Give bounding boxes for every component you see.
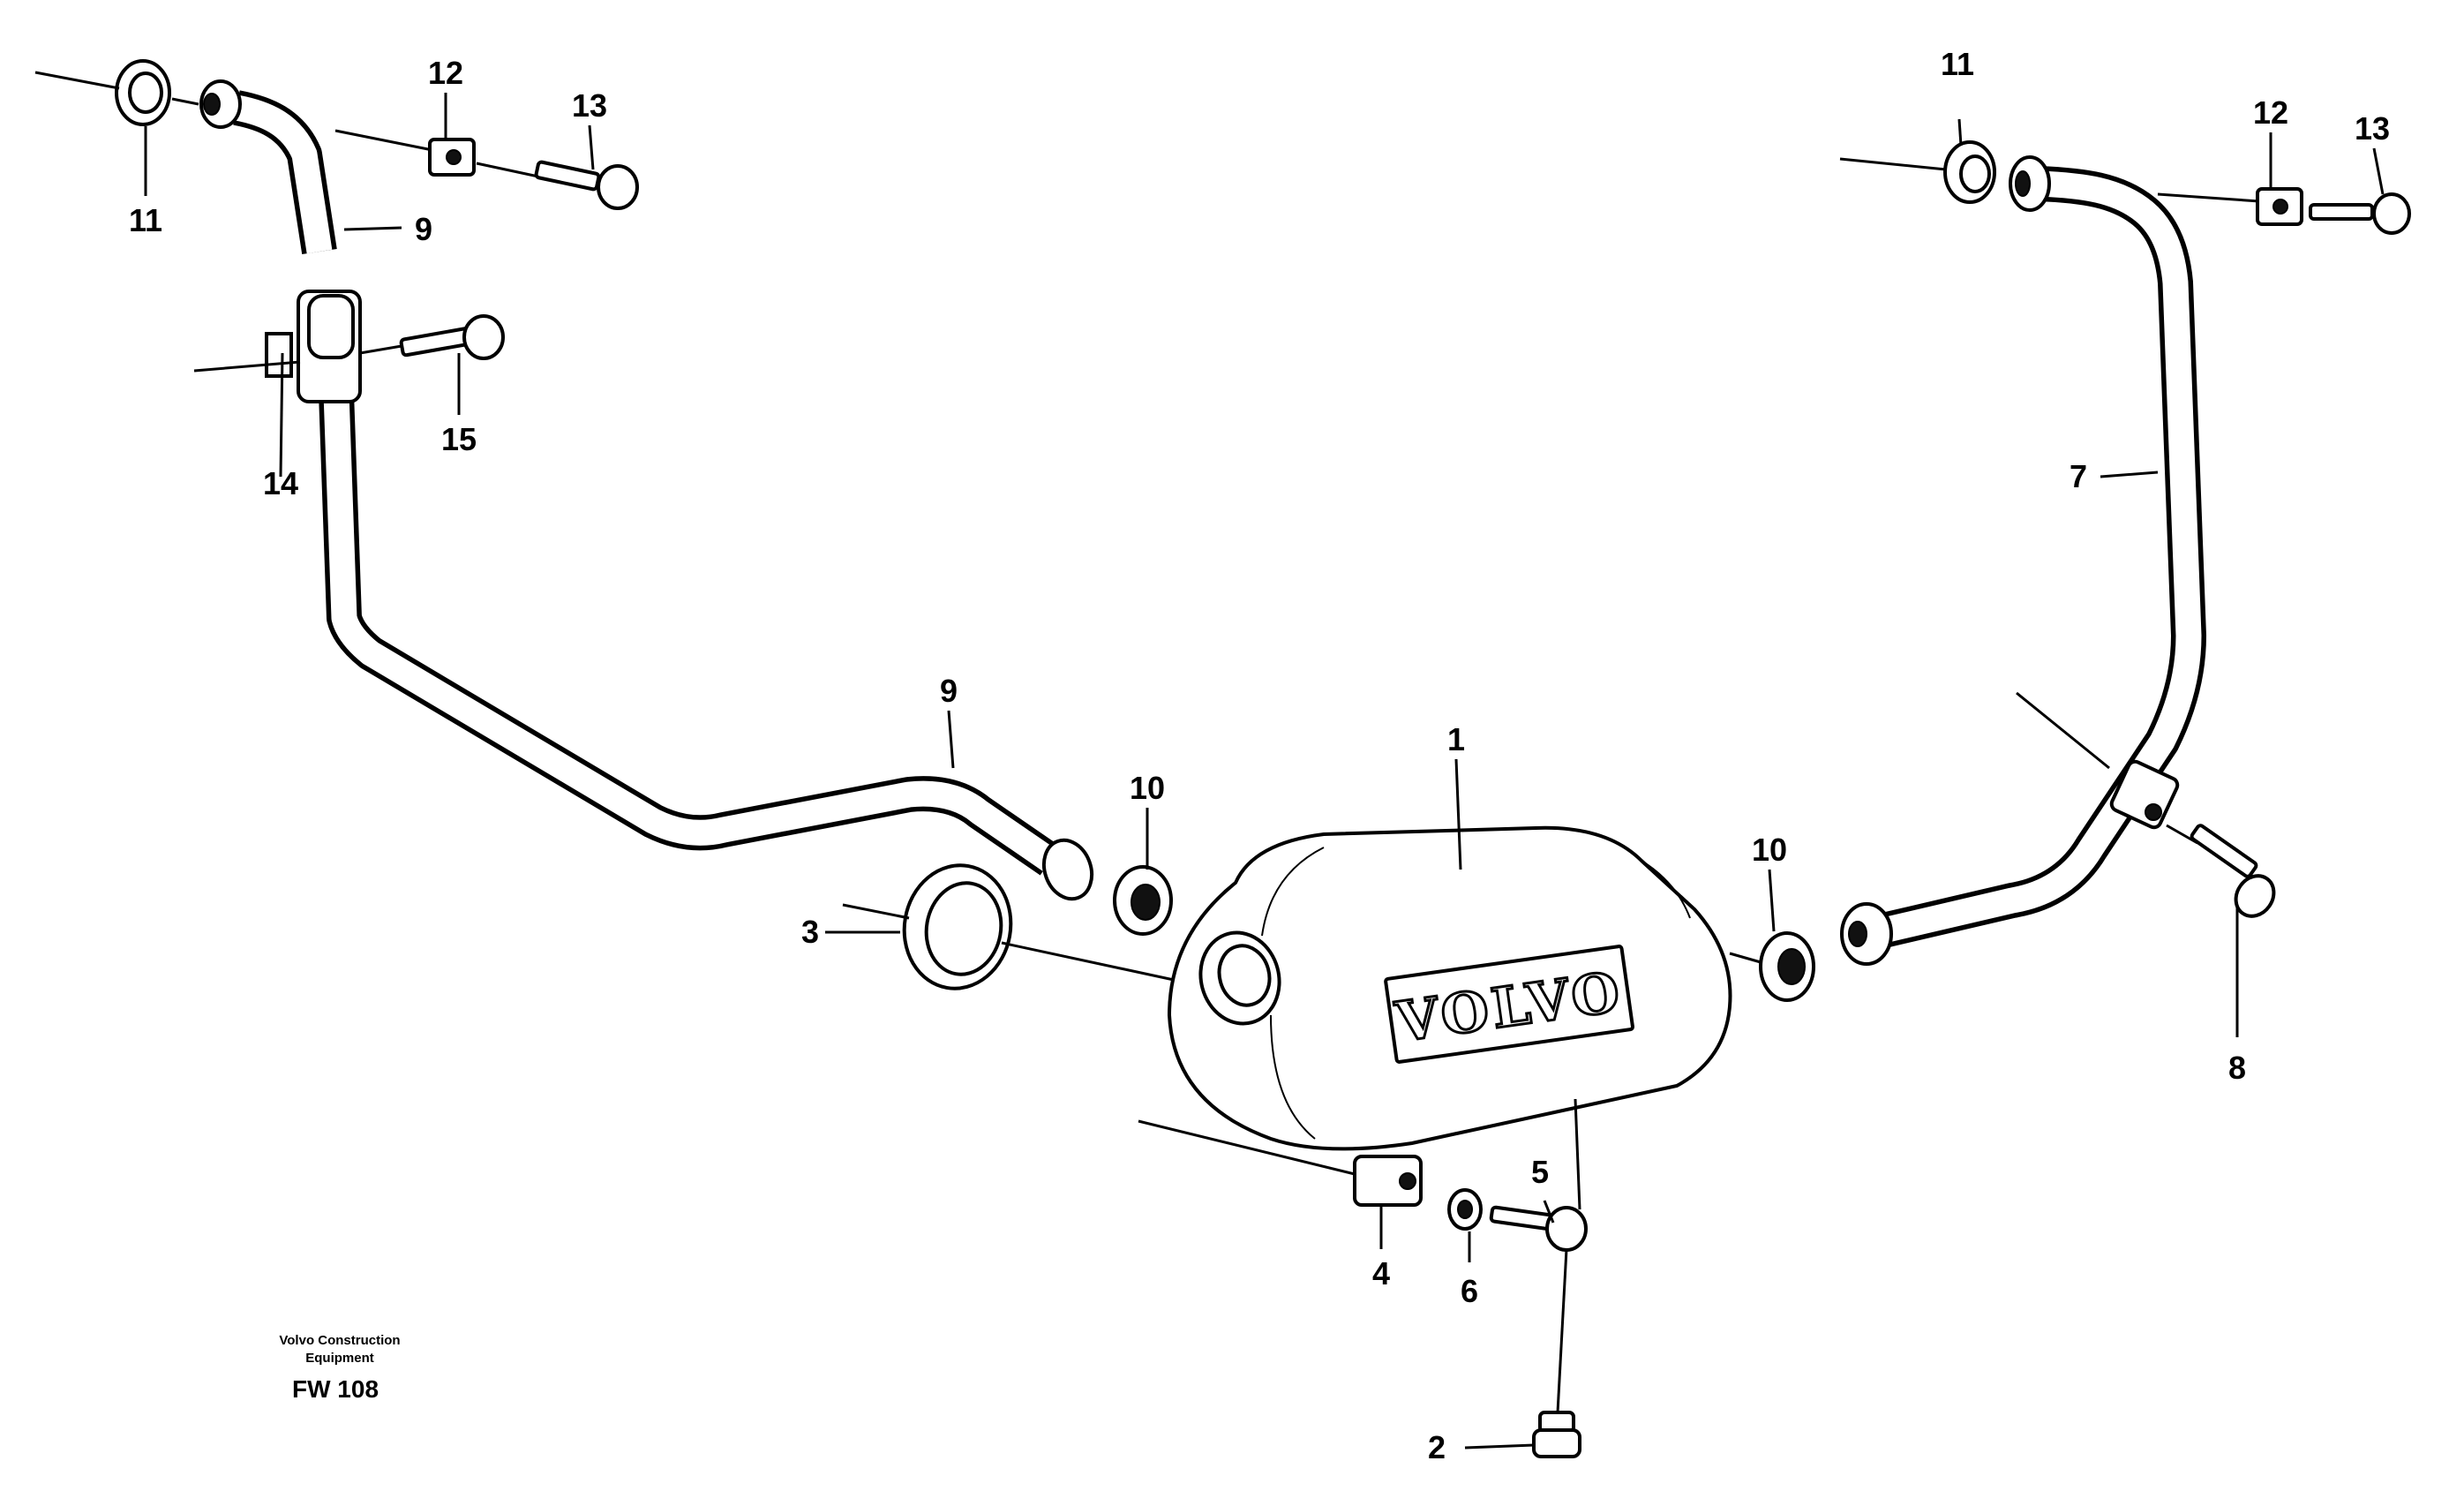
right-bracket-screw [2157, 187, 2411, 235]
callout-9-upper: 9 [415, 211, 432, 247]
callout-11-left: 11 [129, 202, 162, 238]
figure-code: FW 108 [292, 1375, 379, 1403]
callout-3: 3 [801, 914, 819, 950]
tank-mount-parts [1138, 1098, 1588, 1458]
tank-body: VOLVO [1167, 825, 1732, 1151]
left-pipe [199, 79, 1094, 901]
left-pipe-clamp [193, 290, 362, 403]
callout-12-right: 12 [2253, 94, 2288, 131]
callout-5: 5 [1531, 1154, 1549, 1190]
callout-9-lower: 9 [940, 673, 958, 709]
callout-4: 4 [1372, 1255, 1390, 1291]
diagram-credit: Volvo Construction Equipment FW 108 [279, 1333, 400, 1403]
callout-10-left: 10 [1130, 770, 1165, 806]
right-seal-ring [1839, 140, 1996, 204]
callout-15: 15 [441, 421, 477, 457]
callout-14: 14 [263, 465, 298, 501]
left-clamp-screw [359, 314, 505, 360]
callout-12-left: 12 [428, 55, 463, 91]
right-pipe [1840, 155, 2206, 966]
right-bracket-screw-8 [2166, 824, 2276, 918]
callout-leaders [144, 93, 2385, 1450]
sealing-ring [842, 863, 1175, 990]
credit-line-1: Volvo Construction [279, 1333, 400, 1348]
right-washer [1729, 931, 1815, 1002]
left-washer [1113, 865, 1173, 936]
left-bracket-screw [334, 129, 639, 210]
left-seal-ring [34, 59, 199, 126]
callout-11-right: 11 [1941, 46, 1974, 82]
callout-13-right: 13 [2355, 110, 2390, 147]
callout-labels: 11 12 13 9 14 15 9 10 1 3 10 11 12 13 7 … [129, 46, 2390, 1465]
callout-2: 2 [1428, 1429, 1446, 1465]
callout-13-left: 13 [572, 87, 607, 124]
callout-7: 7 [2070, 458, 2087, 494]
callout-8: 8 [2228, 1050, 2246, 1086]
callout-10-right: 10 [1752, 832, 1787, 868]
credit-line-2: Equipment [305, 1351, 374, 1366]
callout-6: 6 [1461, 1273, 1478, 1309]
callout-1: 1 [1447, 721, 1465, 757]
